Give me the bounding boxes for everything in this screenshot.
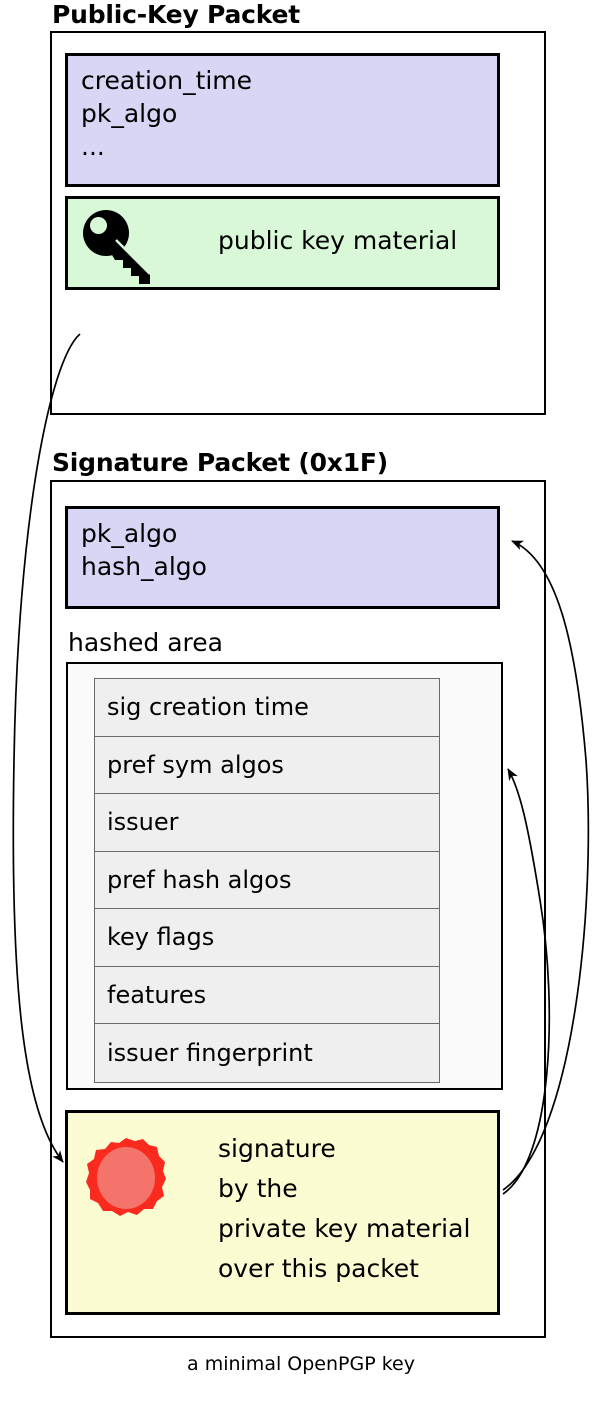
hashed-subpacket-label: sig creation time xyxy=(107,693,309,722)
signature-fields-box: pk_algo hash_algo xyxy=(65,506,500,609)
signature-blob-box: signature by the private key material ov… xyxy=(65,1110,500,1315)
signature-fields-text: pk_algo hash_algo xyxy=(81,519,207,581)
hashed-subpacket-row: pref sym algos xyxy=(95,736,439,794)
hashed-subpacket-row: issuer fingerprint xyxy=(95,1024,439,1082)
hashed-subpacket-list: sig creation time pref sym algos issuer pre… xyxy=(94,678,440,1083)
hashed-subpacket-label: features xyxy=(107,980,207,1009)
hashed-subpacket-label: issuer fingerprint xyxy=(107,1038,313,1067)
hashed-area-container: sig creation time pref sym algos issuer pre… xyxy=(66,662,503,1090)
hashed-subpacket-row: issuer xyxy=(95,794,439,852)
signature-blob-text: signature by the private key material ov… xyxy=(218,1134,471,1283)
public-key-fields-text: creation_time pk_algo ... xyxy=(81,66,253,161)
hashed-subpacket-label: key flags xyxy=(107,923,215,952)
public-key-fields-box: creation_time pk_algo ... xyxy=(65,53,500,187)
key-icon xyxy=(83,210,151,284)
signature-packet-title: Signature Packet (0x1F) xyxy=(52,448,389,477)
hashed-subpacket-label: pref hash algos xyxy=(107,865,292,894)
hashed-subpacket-row: features xyxy=(95,966,439,1024)
public-key-material-label: public key material xyxy=(218,226,458,255)
public-key-packet-title: Public-Key Packet xyxy=(52,0,301,29)
hashed-subpacket-label: issuer xyxy=(107,808,179,837)
figure-caption: a minimal OpenPGP key xyxy=(187,1353,415,1375)
hashed-subpacket-row: sig creation time xyxy=(95,679,439,737)
wax-seal-icon xyxy=(86,1138,166,1216)
hashed-subpacket-label: pref sym algos xyxy=(107,750,284,779)
hashed-subpacket-row: pref hash algos xyxy=(95,851,439,909)
hashed-area-label: hashed area xyxy=(68,628,223,657)
public-key-material-box: public key material xyxy=(65,196,500,290)
hashed-subpacket-row: key flags xyxy=(95,909,439,967)
